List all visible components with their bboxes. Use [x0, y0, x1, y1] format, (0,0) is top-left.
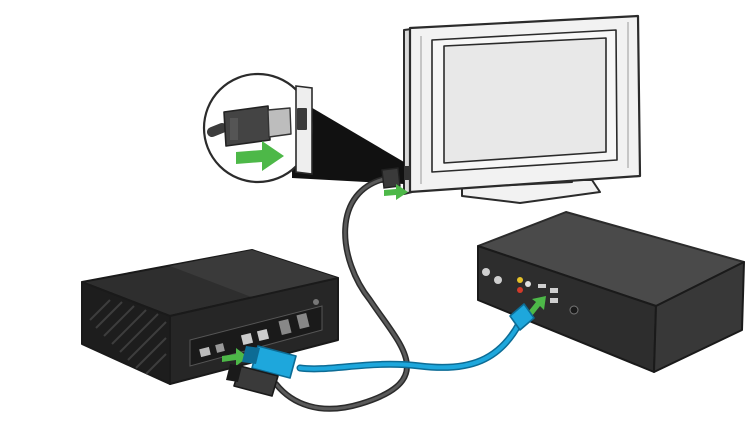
- console-port-1: [199, 346, 211, 358]
- console-connectors: [226, 345, 297, 397]
- console-vents: [89, 299, 167, 375]
- tv-screen: [443, 37, 607, 164]
- box-right-side: [653, 261, 745, 373]
- console-top-gloss: [170, 250, 338, 298]
- box-blue-connector: [509, 303, 535, 331]
- game-console: [81, 249, 339, 385]
- console-blue-connector-tip: [242, 346, 260, 364]
- callout-port: [297, 108, 307, 130]
- box-port-c: [550, 298, 558, 303]
- box-av-port-yellow: [517, 277, 523, 283]
- box-av-port-white: [525, 281, 531, 287]
- tv-arrow-icon: [384, 184, 408, 200]
- tv-hdmi-port: [402, 166, 410, 180]
- console-port-2: [215, 343, 225, 353]
- tv-connector-body: [381, 167, 401, 189]
- console-port-5: [278, 318, 292, 336]
- box-port-b: [550, 288, 558, 293]
- television: [402, 14, 642, 204]
- cables: [273, 175, 524, 412]
- console-port-3: [240, 332, 254, 346]
- console-arrow-icon: [222, 348, 248, 366]
- box-arrow-icon: [528, 296, 546, 316]
- tv-to-console-cable-inner: [274, 176, 409, 411]
- box-av-port-red: [517, 287, 523, 293]
- zoom-callout: [202, 72, 404, 184]
- console-power-port: [313, 299, 319, 305]
- box-coax-port-2: [494, 276, 502, 284]
- tv-connector: [381, 167, 408, 200]
- console-dark-connector-tip: [226, 364, 242, 382]
- settop-box: [477, 211, 745, 373]
- callout-connector-tip: [267, 107, 292, 138]
- callout-cable: [207, 123, 227, 137]
- callout-arrow-icon: [236, 141, 284, 171]
- callout-connector-grip: [230, 118, 238, 140]
- console-port-4: [256, 328, 270, 342]
- box-coax-port-1: [482, 268, 490, 276]
- box-port-a: [538, 284, 546, 288]
- box-power-port: [569, 305, 579, 315]
- box-to-console-cable-inner: [298, 320, 522, 371]
- callout-cone: [292, 96, 404, 184]
- console-port-6: [296, 312, 310, 330]
